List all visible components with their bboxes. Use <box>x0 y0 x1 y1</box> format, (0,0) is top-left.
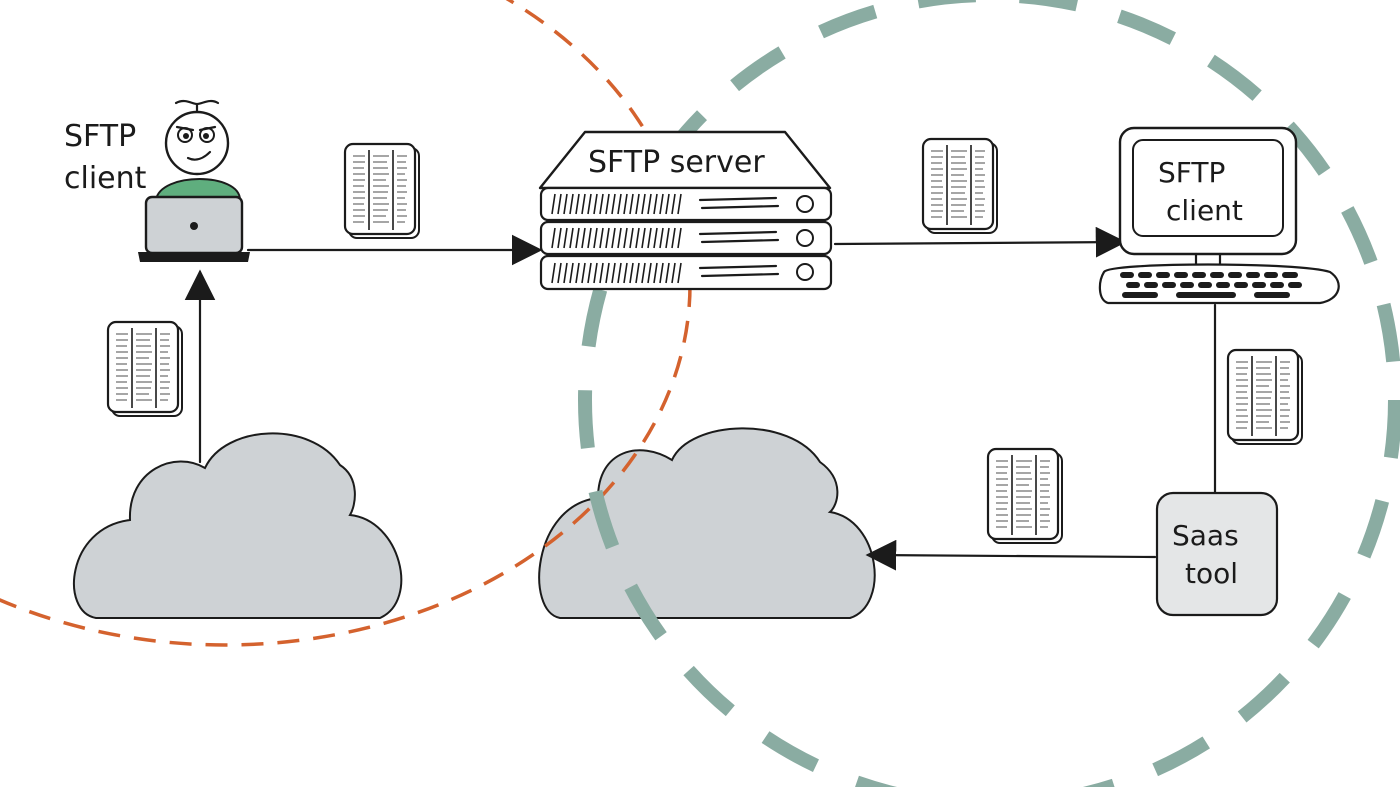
server-label: SFTP server <box>588 145 765 180</box>
client-right-label-line2: client <box>1166 194 1243 227</box>
saas-label-line1: Saas <box>1172 519 1239 552</box>
client-left-label-line1: SFTP <box>64 119 136 154</box>
document-icon-4 <box>1226 348 1304 446</box>
right-zone-boundary <box>578 0 1400 787</box>
cloud-icon-left <box>73 432 403 619</box>
client-left-label-line2: client <box>64 161 147 196</box>
document-icon-3 <box>106 320 184 418</box>
desktop-computer-icon <box>1098 126 1340 305</box>
client-right-label-line1: SFTP <box>1158 156 1225 189</box>
arrow-server-to-client <box>833 226 1127 258</box>
document-icon-5 <box>986 447 1064 545</box>
saas-label-line2: tool <box>1185 557 1238 590</box>
document-icon-2 <box>921 137 999 235</box>
cloud-icon-middle <box>538 427 876 619</box>
server-rack-icon <box>538 130 833 291</box>
document-icon-1 <box>343 142 421 240</box>
arrow-saas-to-cloud <box>865 539 1157 571</box>
person-with-laptop-icon <box>138 99 250 262</box>
saas-tool-box <box>1155 491 1279 617</box>
